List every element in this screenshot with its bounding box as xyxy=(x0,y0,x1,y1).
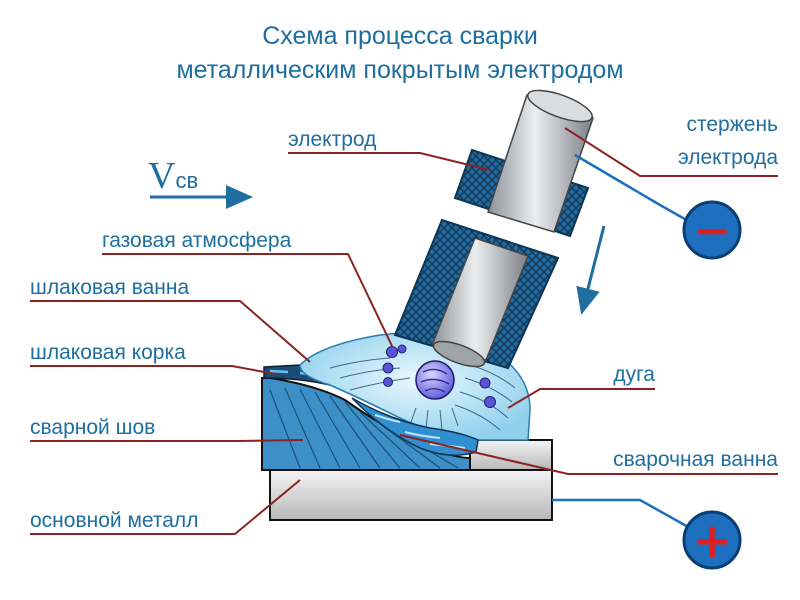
positive-sign: + xyxy=(692,513,732,569)
label-arc: дуга xyxy=(613,363,655,386)
electrode-lower xyxy=(393,218,560,370)
leader-slag-crust xyxy=(30,365,276,375)
feed-direction-arrow xyxy=(576,225,606,315)
leader-base-metal xyxy=(30,479,301,535)
electrode-upper xyxy=(453,89,594,238)
leader-rod xyxy=(564,127,778,177)
velocity-label: Vсв xyxy=(148,155,198,197)
base-metal xyxy=(269,439,553,521)
title-line-1: Схема процесса сварки xyxy=(262,22,538,50)
label-weld-pool: сварочная ванна xyxy=(613,448,778,471)
label-slag-pool: шлаковая ванна xyxy=(30,276,189,299)
negative-cable xyxy=(574,153,691,224)
gas-bubbles xyxy=(382,344,496,408)
negative-sign: − xyxy=(693,203,732,257)
title-line-2: металлическим покрытым электродом xyxy=(176,56,623,84)
leader-electrode xyxy=(288,152,491,171)
label-electrode: электрод xyxy=(288,128,376,151)
label-gas-atmosphere: газовая атмосфера xyxy=(102,229,292,252)
leader-slag-pool xyxy=(30,300,311,363)
label-rod-line-2: электрода xyxy=(678,146,778,169)
weld-pool xyxy=(351,397,479,456)
negative-terminal: − xyxy=(682,200,742,260)
leader-weld xyxy=(30,439,304,442)
label-rod-line-1: стержень xyxy=(686,113,778,136)
arc-streamlines xyxy=(329,357,516,431)
positive-terminal: + xyxy=(682,510,742,570)
leader-gas xyxy=(102,253,393,347)
label-weld-seam: сварной шов xyxy=(30,416,155,439)
label-base-metal: основной металл xyxy=(30,509,198,532)
leader-lines xyxy=(30,127,778,535)
label-slag-crust: шлаковая корка xyxy=(30,341,186,364)
positive-cable xyxy=(552,498,691,530)
metal-droplet xyxy=(415,360,455,400)
leader-weld-pool xyxy=(399,434,778,475)
leader-arc xyxy=(507,388,655,409)
